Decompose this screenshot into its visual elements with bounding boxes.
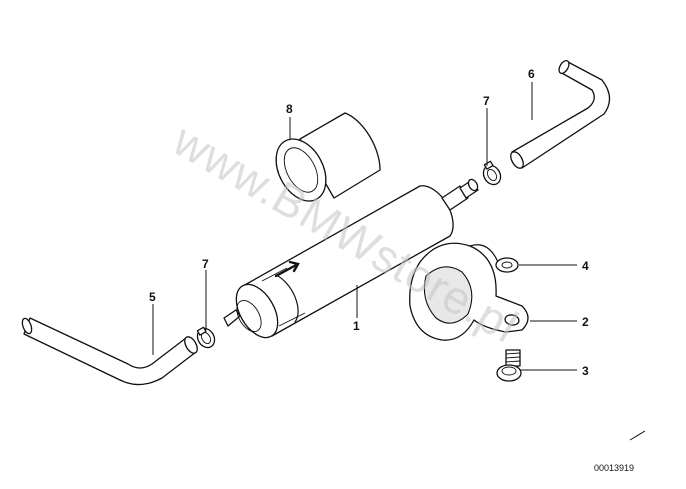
document-id: 00013919 bbox=[594, 463, 634, 473]
part-7-hose-clamp-left bbox=[196, 326, 216, 349]
callout-8: 8 bbox=[286, 102, 293, 116]
corner-tick bbox=[629, 430, 646, 441]
callout-6: 6 bbox=[528, 67, 535, 81]
part-4-nut bbox=[495, 257, 519, 273]
part-2-mounting-bracket bbox=[409, 242, 529, 341]
leader-lines bbox=[152, 82, 577, 371]
callout-5: 5 bbox=[149, 290, 156, 304]
part-3-bolt bbox=[496, 349, 522, 382]
callout-4: 4 bbox=[582, 259, 589, 273]
callout-labels: 8 7 6 7 5 1 4 2 3 bbox=[149, 67, 589, 378]
part-1-fuel-filter bbox=[223, 178, 479, 339]
part-7-hose-clamp-right bbox=[482, 160, 502, 186]
part-5-fuel-hose-left bbox=[21, 317, 198, 386]
callout-7a: 7 bbox=[202, 257, 209, 271]
callout-7b: 7 bbox=[483, 94, 490, 108]
part-6-fuel-hose-right bbox=[510, 59, 611, 169]
callout-2: 2 bbox=[582, 315, 589, 329]
callout-1: 1 bbox=[353, 319, 360, 333]
callout-3: 3 bbox=[582, 364, 589, 378]
part-8-rubber-sleeve bbox=[275, 112, 381, 202]
